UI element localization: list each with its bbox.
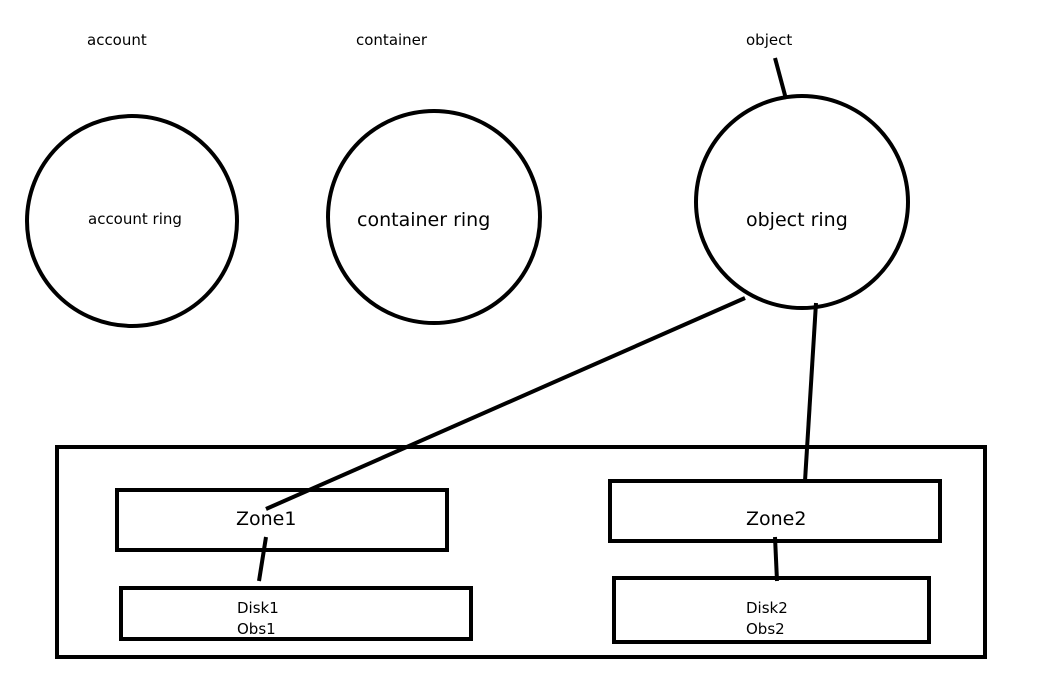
device1-box <box>119 586 473 641</box>
device2-disk-label: Disk2 <box>746 599 788 617</box>
object-ring-circle <box>694 94 910 310</box>
zone1-label: Zone1 <box>236 508 297 530</box>
device2-obs-label: Obs2 <box>746 620 785 638</box>
account-ring-label: account ring <box>88 210 182 228</box>
container-ring-label: container ring <box>357 209 491 231</box>
zone1-to-device1-connector <box>257 536 268 582</box>
zone2-box <box>608 479 942 543</box>
object-ring-label: object ring <box>746 209 848 231</box>
object-ring-to-zone2-connector <box>803 302 818 482</box>
container-label: container <box>356 31 428 49</box>
account-label: account <box>87 31 147 49</box>
object-label-connector <box>773 57 788 100</box>
zone1-box <box>115 488 449 552</box>
account-ring-circle <box>25 114 239 328</box>
device1-obs-label: Obs1 <box>237 620 276 638</box>
zone2-label: Zone2 <box>746 508 807 530</box>
object-label: object <box>746 31 793 49</box>
zone2-to-device2-connector <box>773 536 779 582</box>
device2-box <box>612 576 931 644</box>
object-ring-to-zone1-connector <box>265 296 746 511</box>
region-box <box>55 445 987 659</box>
device1-disk-label: Disk1 <box>237 599 279 617</box>
container-ring-circle <box>326 109 542 325</box>
